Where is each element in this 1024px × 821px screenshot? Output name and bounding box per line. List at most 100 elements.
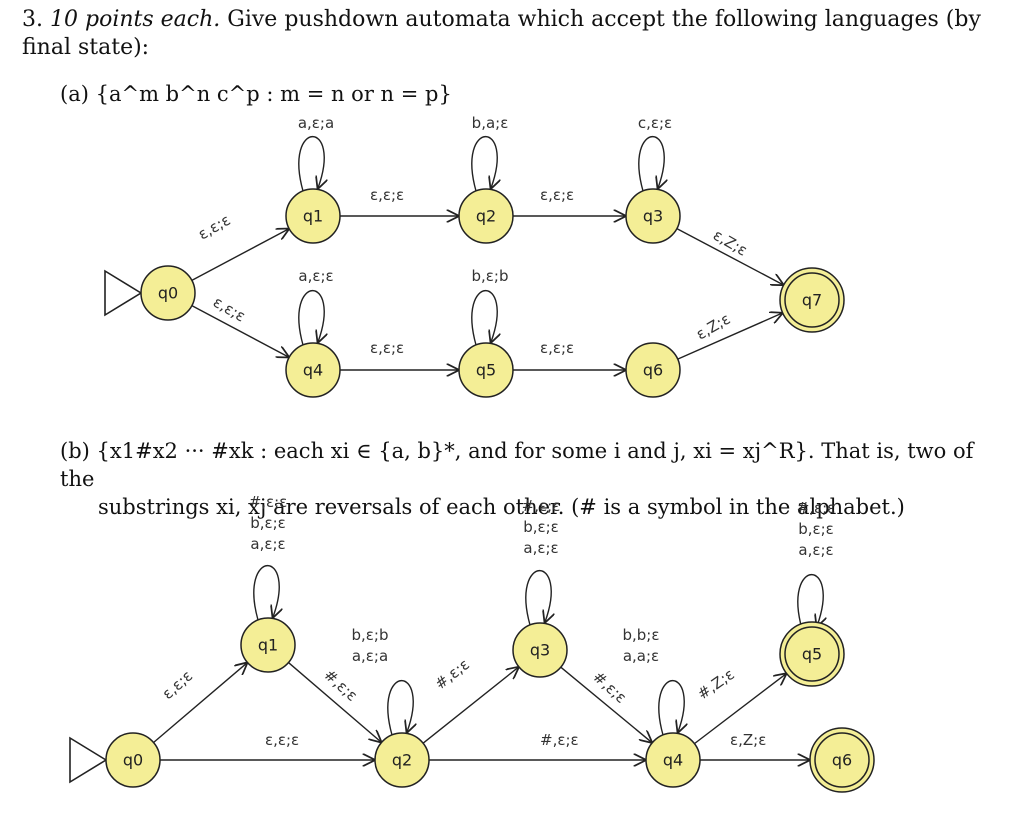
state-q2 <box>374 732 430 788</box>
transition-label: ε,ε;ε <box>195 211 234 244</box>
state-label-q4: q4 <box>303 361 323 380</box>
transition-label: a,ε;a <box>352 647 388 665</box>
state-q1 <box>240 617 296 673</box>
transition-label: #,ε;ε <box>522 497 561 515</box>
transition-label: b,a;ε <box>472 114 509 132</box>
state-q2 <box>458 188 514 244</box>
transition-label: ε,ε;ε <box>540 186 574 204</box>
transition-q6-q7 <box>677 313 782 360</box>
transition-label: b,ε;b <box>472 267 509 285</box>
transition-label: ε,ε;ε <box>370 186 404 204</box>
state-label-q1: q1 <box>258 636 278 655</box>
transition-label: #,ε;ε <box>431 655 473 693</box>
transition-label: ε,ε;ε <box>370 339 404 357</box>
state-label-q7: q7 <box>802 291 822 310</box>
transition-q4-q5 <box>694 674 785 745</box>
transition-label: b,ε;b <box>352 626 389 644</box>
transition-label: ε,Z;ε <box>693 310 733 344</box>
transition-q3-q4 <box>560 666 652 742</box>
part-b-heading: (b) {x1#x2 ··· #xk : each xi ∈ {a, b}*, … <box>60 437 1010 521</box>
part-b-line-2: substrings xi, xj are reversals of each … <box>98 495 905 519</box>
state-label-q3: q3 <box>643 207 663 226</box>
state-label-q2: q2 <box>392 751 412 770</box>
start-marker <box>104 269 143 317</box>
transition-label: a,ε;ε <box>523 539 558 557</box>
part-a-heading: (a) {a^m b^n c^p : m = n or n = p} <box>60 80 452 108</box>
problem-number: 3. <box>22 7 43 32</box>
transition-label: a,a;ε <box>623 647 659 665</box>
state-label-q5: q5 <box>476 361 496 380</box>
part-b-label: (b) <box>60 439 90 463</box>
transition-q0-q1 <box>191 229 288 281</box>
state-label-q0: q0 <box>123 751 143 770</box>
state-label-q3: q3 <box>530 641 550 660</box>
part-a-label: (a) <box>60 82 89 106</box>
state-label-q2: q2 <box>476 207 496 226</box>
transition-q3-q7 <box>676 227 783 285</box>
state-label-q5: q5 <box>802 645 822 664</box>
transition-label: b,ε;ε <box>250 514 286 532</box>
self-loop-q3 <box>638 136 664 192</box>
state-q1 <box>285 188 341 244</box>
transition-label: b,b;ε <box>623 626 660 644</box>
part-b-line-1: (b) {x1#x2 ··· #xk : each xi ∈ {a, b}*, … <box>60 437 1010 493</box>
part-b-language: {x1#x2 ··· #xk : each xi ∈ {a, b}*, and … <box>60 439 974 491</box>
self-loop-q5 <box>797 574 823 630</box>
transition-label: #,ε;ε <box>320 666 361 705</box>
transition-label: a,ε;ε <box>298 267 333 285</box>
transition-label: #,ε;ε <box>249 493 288 511</box>
transition-label: #,ε;ε <box>540 731 579 749</box>
self-loop-q1 <box>298 136 324 192</box>
state-q6 <box>625 342 681 398</box>
start-marker <box>69 736 108 784</box>
state-q0 <box>140 265 196 321</box>
self-loop-q4 <box>658 680 684 736</box>
diagram-b: ε,ε;ε ε,ε;ε #,ε;ε b,ε;ε a,ε;ε #,ε;ε b,ε;b a,ε;a… <box>69 493 875 793</box>
state-q6 <box>814 732 870 788</box>
state-q7 <box>784 272 840 328</box>
transition-label: a,ε;a <box>298 114 334 132</box>
part-a-language: {a^m b^n c^p : m = n or n = p} <box>95 82 452 106</box>
state-q5 <box>458 342 514 398</box>
transition-label: ε,Z;ε <box>730 731 766 749</box>
state-q3 <box>625 188 681 244</box>
self-loop-q5 <box>471 290 497 346</box>
transition-label: #,ε;ε <box>797 499 836 517</box>
self-loop-q2 <box>471 136 497 192</box>
transition-q0-q4 <box>191 305 288 357</box>
self-loop-q2 <box>387 680 413 736</box>
transition-label: a,ε;ε <box>798 541 833 559</box>
self-loop-q1 <box>253 565 279 621</box>
transition-label: ε,Z;ε <box>710 226 750 260</box>
transition-label: b,ε;ε <box>798 520 834 538</box>
transition-label: a,ε;ε <box>250 535 285 553</box>
transition-label: c,ε;ε <box>638 114 672 132</box>
transition-label: ε,ε;ε <box>540 339 574 357</box>
state-label-q1: q1 <box>303 207 323 226</box>
state-label-q6: q6 <box>643 361 663 380</box>
problem-header: 3. 10 points each. Give pushdown automat… <box>22 6 1012 62</box>
state-label-q6: q6 <box>832 751 852 770</box>
transition-label: b,ε;ε <box>523 518 559 536</box>
state-q3 <box>512 622 568 678</box>
transition-label: #,Z;ε <box>694 665 738 703</box>
transition-label: ε,ε;ε <box>159 667 196 703</box>
state-q4 <box>285 342 341 398</box>
state-label-q0: q0 <box>158 284 178 303</box>
state-q5 <box>784 626 840 682</box>
state-label-q4: q4 <box>663 751 683 770</box>
problem-points: 10 points each. <box>50 7 221 32</box>
transition-q0-q1 <box>153 663 247 744</box>
self-loop-q3 <box>525 570 551 626</box>
state-q0 <box>105 732 161 788</box>
transition-q1-q2 <box>288 662 380 742</box>
transition-label: ε,ε;ε <box>210 293 249 326</box>
self-loop-q4 <box>298 290 324 346</box>
state-q4 <box>645 732 701 788</box>
transition-label: ε,ε;ε <box>265 731 299 749</box>
diagram-a: ε,ε;ε ε,ε;ε a,ε;a ε,ε;ε b,a;ε ε,ε;ε c,ε;ε ε,Z;ε… <box>104 114 845 398</box>
problem-text: Give pushdown automata which accept the … <box>22 7 981 60</box>
transition-q2-q3 <box>422 667 518 744</box>
transition-label: #,ε;ε <box>589 668 630 707</box>
